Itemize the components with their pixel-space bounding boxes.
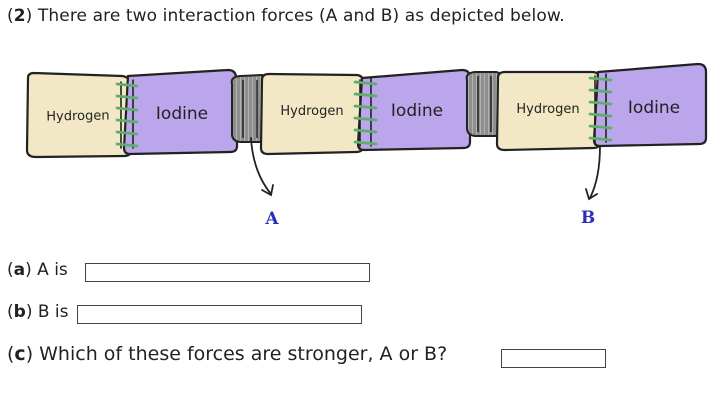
hydrogen-label-3: Hydrogen — [516, 102, 579, 117]
intermolecular-link-b — [465, 71, 503, 137]
part-c-text: Which of these forces are stronger, A or… — [33, 343, 448, 365]
part-a-letter: a — [13, 260, 26, 280]
iodine-atom-1 — [122, 68, 239, 156]
force-b-label: B — [581, 208, 595, 228]
molecule-1: Hydrogen Iodine — [25, 68, 239, 159]
part-b-text: B is — [32, 302, 69, 322]
iodine-label-2: Iodine — [391, 101, 443, 121]
arrow-b — [585, 145, 601, 201]
question-prompt: (2) There are two interaction forces (A … — [7, 6, 565, 26]
answer-b-input[interactable] — [77, 305, 362, 324]
part-a-label: (a) A is — [7, 260, 68, 280]
answer-a-input[interactable] — [85, 263, 370, 282]
part-b-letter: b — [13, 302, 26, 322]
iodine-atom-2 — [356, 68, 472, 152]
hydrogen-label-2: Hydrogen — [280, 104, 343, 119]
covalent-bond-2 — [353, 77, 378, 147]
covalent-bond-3 — [588, 73, 613, 143]
part-c-letter: c — [14, 343, 26, 365]
iodine-label-3: Iodine — [628, 98, 680, 118]
answer-c-input[interactable] — [501, 349, 606, 368]
question-number: 2 — [13, 6, 26, 26]
part-a-text: A is — [31, 260, 68, 280]
part-b-label: (b) B is — [7, 302, 69, 322]
iodine-label-1: Iodine — [156, 104, 208, 124]
question-text: There are two interaction forces (A and … — [32, 6, 565, 26]
hydrogen-iodide-diagram: Hydrogen Iodine Hydrogen Iodine — [25, 62, 708, 229]
hydrogen-label-1: Hydrogen — [46, 108, 109, 124]
molecule-2: Hydrogen Iodine — [259, 68, 472, 156]
covalent-bond-1 — [115, 79, 139, 149]
part-c-label: (c) Which of these forces are stronger, … — [7, 343, 448, 365]
iodine-atom-3 — [592, 62, 708, 148]
arrow-a — [250, 137, 274, 197]
molecule-3: Hydrogen Iodine — [495, 62, 708, 152]
force-a-label: A — [264, 209, 279, 229]
